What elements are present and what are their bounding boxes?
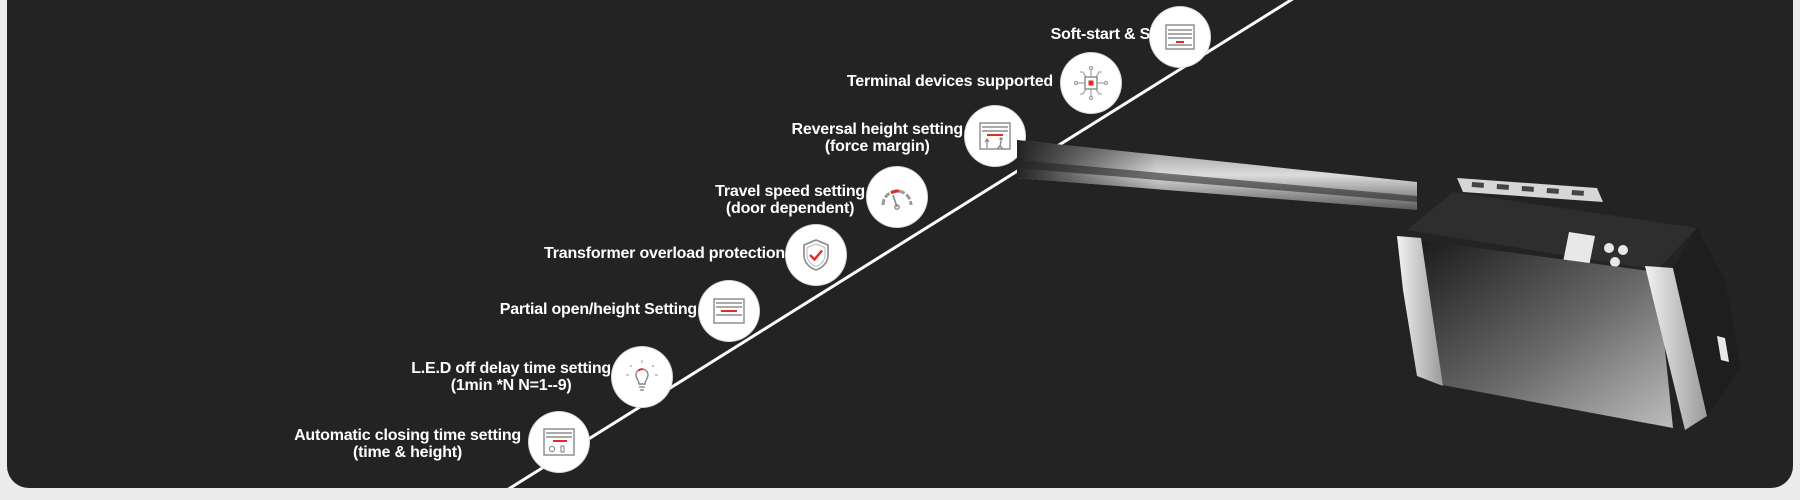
label-auto-closing: Automatic closing time setting (time & h… <box>294 427 521 461</box>
node-reversal-height <box>965 106 1025 166</box>
garage-door-icon <box>1165 24 1195 50</box>
label-led-off-delay: L.E.D off delay time setting (1min *N N=… <box>411 360 611 394</box>
garage-door-partial-icon <box>713 298 745 324</box>
light-bulb-icon <box>626 360 658 391</box>
node-terminal-devices <box>1061 53 1121 113</box>
feature-banner: Soft-start & Soft-sotp Terminal devices … <box>7 0 1793 488</box>
speedometer-icon <box>881 189 913 210</box>
label-overload-protection: Transformer overload protection <box>544 245 785 262</box>
node-led-off-delay <box>612 347 672 407</box>
garage-door-opener-image <box>1017 140 1741 430</box>
node-overload-protection <box>786 225 846 285</box>
node-partial-open <box>699 281 759 341</box>
circuit-chip-icon <box>1073 65 1109 101</box>
node-auto-closing <box>529 412 589 472</box>
label-partial-open: Partial open/height Setting <box>499 301 697 318</box>
garage-door-timer-icon <box>543 428 575 456</box>
node-travel-speed <box>867 167 927 227</box>
garage-door-person-icon <box>979 122 1011 150</box>
label-reversal-height: Reversal height setting (force margin) <box>791 121 964 155</box>
shield-check-icon <box>803 239 829 271</box>
label-terminal-devices: Terminal devices supported <box>846 73 1053 90</box>
label-travel-speed: Travel speed setting (door dependent) <box>715 183 865 217</box>
node-soft-start <box>1150 7 1210 67</box>
